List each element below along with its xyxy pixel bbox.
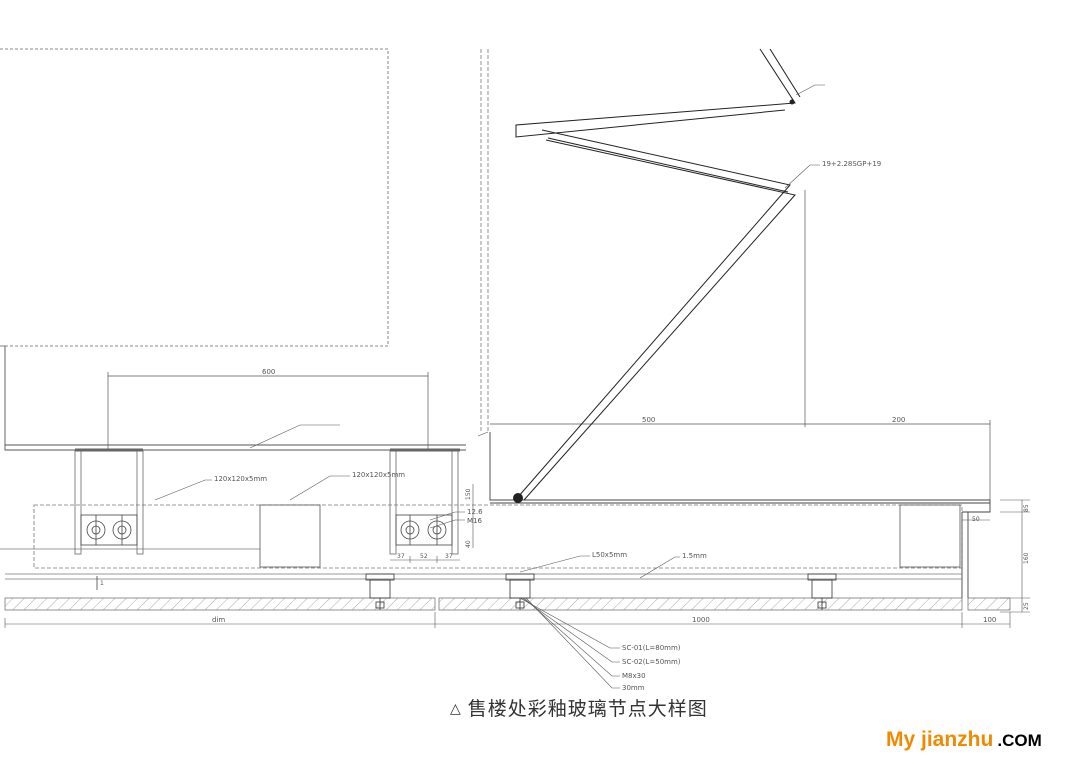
dim-50-text: 50 [972,516,980,523]
glass-base [489,432,991,598]
label-bolt: M8x30 [622,672,646,680]
dimension-600 [107,372,429,450]
dim-500-text: 500 [642,416,655,424]
bottom-dimension [4,612,1011,628]
label-layer30: 30mm [622,684,645,692]
dim-85-text: 85 [1023,504,1030,512]
dimension-500-200 [490,190,991,500]
label-steel-12: 12.6 [467,508,483,516]
label-plate: 1.5mm [682,552,707,560]
dim-40-text: 40 [465,540,472,548]
dim-52-text: 52 [420,553,428,560]
dim-left-text: dim [212,616,225,624]
dim-37b-text: 37 [445,553,453,560]
dim-160-text: 160 [1023,552,1030,564]
floor-strip [4,573,1011,611]
label-angle: L50x5mm [592,551,627,559]
mark-1-text: 1 [100,580,104,587]
label-sc01: SC-01(L=80mm) [622,644,681,652]
dim-37a-text: 37 [397,553,405,560]
label-m16: M16 [467,517,482,525]
room-outline [0,48,389,347]
top-seal [789,99,795,105]
bolt-cluster-left [80,514,138,546]
hangers [74,449,459,555]
glass-panels [515,48,801,501]
label-sc02: SC-02(L=50mm) [622,658,681,666]
watermark-brand: My jianzhu [886,728,994,751]
upper-beam [4,346,466,452]
label-tube-a: 120x120x5mm [214,475,267,483]
label-glass-spec: 19+2.28SGP+19 [822,160,881,168]
watermark-logo: My jianzhu.COM [886,728,1042,752]
dim-1000-text: 1000 [692,616,710,624]
wall-lines [480,49,489,432]
fasteners [365,573,837,610]
dim-200-text: 200 [892,416,905,424]
watermark-domain: .COM [997,731,1042,750]
title-text: 售楼处彩釉玻璃节点大样图 [467,698,708,720]
leaders [154,84,825,689]
bolt-cluster-right [395,514,453,546]
glass-base-seal [513,493,523,503]
title-marker: △ [450,701,462,717]
dim-150-text: 150 [465,488,472,500]
bolt-dims [390,484,474,563]
label-tube-b: 120x120x5mm [352,471,405,479]
dim-600-text: 600 [262,368,275,376]
drawing-title: △ 售楼处彩釉玻璃节点大样图 [450,694,708,721]
main-beam [0,504,963,569]
dim-25-text: 25 [1023,602,1030,610]
dim-100-text: 100 [983,616,996,624]
